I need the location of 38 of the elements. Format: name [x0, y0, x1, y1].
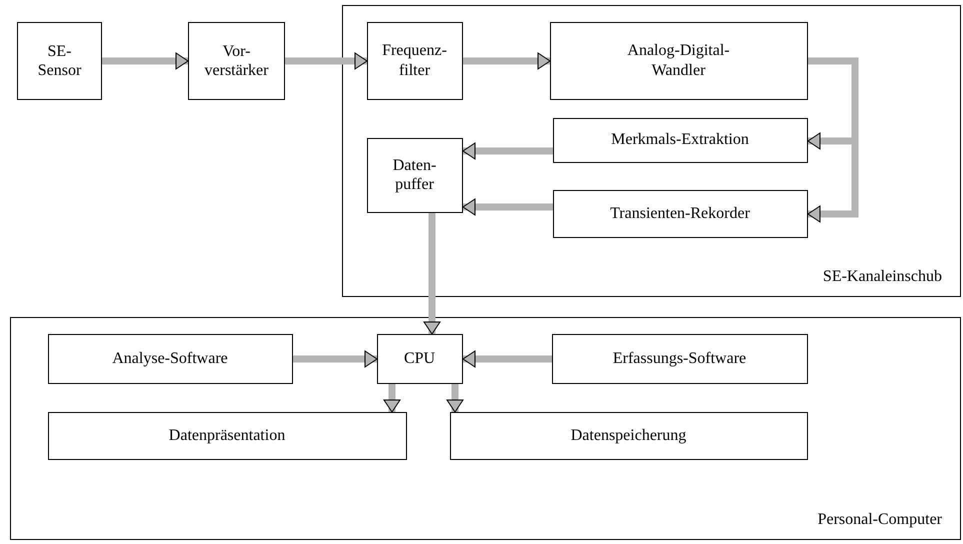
arrow: [424, 213, 440, 334]
box-label: Datenspeicherung: [570, 426, 686, 446]
box-label: Daten- puffer: [392, 156, 438, 194]
process-box: [552, 118, 808, 162]
process-box: [376, 334, 462, 384]
box-label: Frequenz- filter: [381, 41, 448, 80]
box-label: SE- Sensor: [36, 42, 82, 80]
arrow: [384, 384, 400, 412]
box-label: Vor- verstärker: [204, 42, 270, 80]
arrow: [463, 52, 550, 70]
box-label: CPU: [404, 348, 436, 368]
arrow: [462, 350, 552, 368]
group-label: SE-Kanaleinschub: [822, 268, 942, 286]
box-label: Datenpräsentation: [168, 426, 286, 446]
group-label: Personal-Computer: [818, 511, 942, 529]
arrow: [446, 384, 464, 412]
process-box: [450, 412, 808, 460]
arrow: [462, 142, 553, 160]
process-box: [366, 22, 462, 100]
process-box: [550, 22, 808, 100]
process-box: [17, 22, 102, 100]
box-label: Analog-Digital- Wandler: [626, 41, 731, 80]
group-frame: [342, 5, 961, 297]
process-box: [48, 412, 406, 460]
group-frame: [10, 317, 961, 540]
arrow: [102, 52, 188, 70]
process-box: [48, 334, 292, 384]
box-label: Transienten-Rekorder: [610, 204, 750, 224]
box-label: Merkmals-Extraktion: [611, 130, 749, 150]
process-box: [188, 22, 285, 100]
arrow: [293, 350, 378, 368]
arrow: [285, 52, 368, 70]
box-label: Erfassungs-Software: [612, 348, 746, 368]
process-box: [552, 334, 808, 384]
box-label: Analyse-Software: [112, 348, 228, 368]
process-box: [552, 190, 808, 238]
arrow: [462, 198, 553, 216]
process-box: [366, 138, 462, 212]
